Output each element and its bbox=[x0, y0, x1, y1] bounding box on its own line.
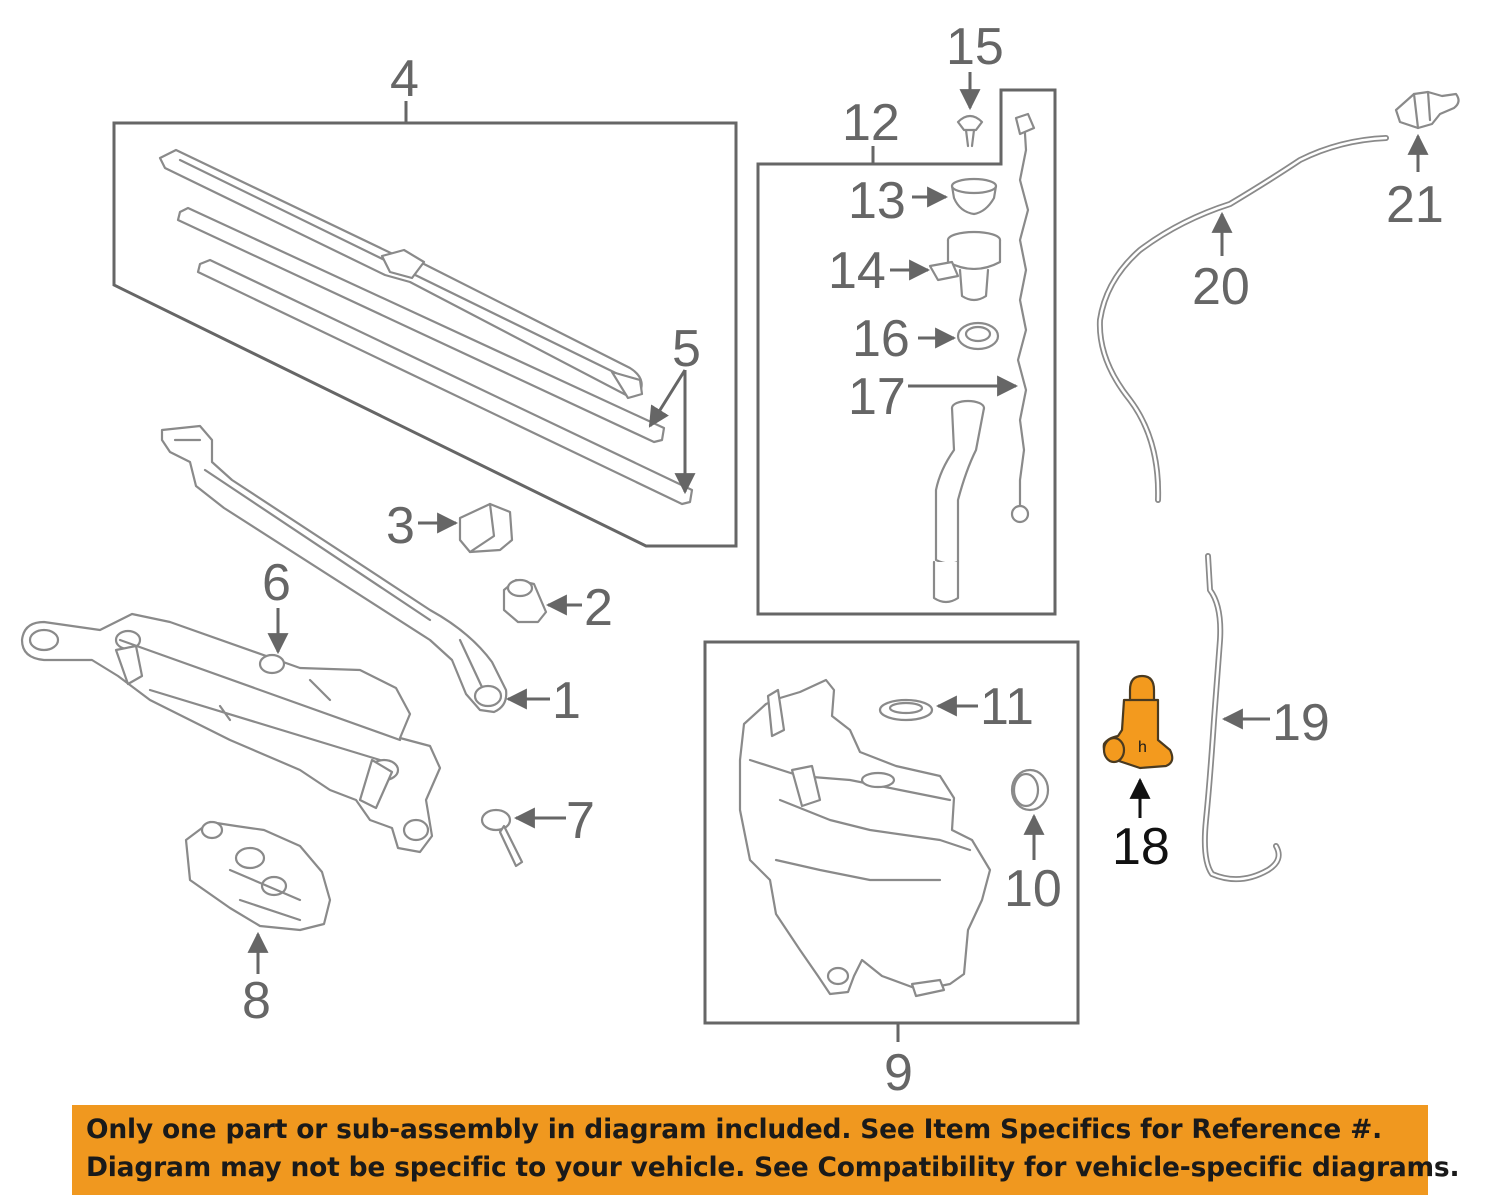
group-box-wiper-blade bbox=[112, 121, 738, 548]
callout-21: 21 bbox=[1386, 176, 1444, 234]
callout-10: 10 bbox=[1004, 860, 1062, 918]
callout-4: 4 bbox=[390, 50, 419, 108]
arm-cap bbox=[458, 502, 514, 554]
callout-11: 11 bbox=[980, 678, 1034, 736]
washer-hose-upper bbox=[1096, 135, 1389, 503]
wiper-motor bbox=[184, 820, 332, 932]
callout-3: 3 bbox=[386, 497, 415, 555]
washer-reservoir bbox=[738, 678, 992, 998]
callout-17: 17 bbox=[848, 368, 906, 426]
callout-6: 6 bbox=[262, 554, 291, 612]
callout-14: 14 bbox=[828, 242, 886, 300]
callout-12: 12 bbox=[842, 94, 900, 152]
seal bbox=[956, 321, 1000, 351]
callout-15: 15 bbox=[946, 18, 1004, 76]
callout-20: 20 bbox=[1192, 258, 1250, 316]
filler-neck bbox=[932, 399, 986, 604]
grommet bbox=[878, 698, 934, 722]
washer-pump-highlighted: h bbox=[1102, 674, 1174, 770]
clip bbox=[956, 114, 984, 148]
callout-2: 2 bbox=[584, 579, 613, 637]
highlight-glyph: h bbox=[1138, 739, 1147, 756]
nut bbox=[502, 578, 548, 624]
tether-strap bbox=[1010, 112, 1036, 524]
callout-16: 16 bbox=[852, 310, 910, 368]
callout-8: 8 bbox=[242, 972, 271, 1030]
wiper-linkage bbox=[20, 612, 442, 854]
callout-1: 1 bbox=[552, 672, 581, 730]
callout-19: 19 bbox=[1272, 694, 1330, 752]
filler-cap bbox=[950, 177, 998, 216]
callout-18-highlighted: 18 bbox=[1112, 818, 1170, 876]
disclaimer-banner: Only one part or sub-assembly in diagram… bbox=[72, 1105, 1460, 1195]
wiper-refill bbox=[176, 206, 694, 506]
disclaimer-line-1: Only one part or sub-assembly in diagram… bbox=[86, 1114, 1382, 1145]
group-box-filler-neck bbox=[756, 88, 1057, 616]
hose-connector bbox=[1394, 90, 1460, 130]
bolt bbox=[480, 808, 524, 868]
parts-diagram: h 1 2 3 4 5 6 7 8 9 10 11 12 13 14 15 16… bbox=[20, 18, 1460, 1100]
wiper-blade bbox=[158, 148, 644, 400]
plug bbox=[1010, 768, 1050, 812]
callout-7: 7 bbox=[566, 792, 595, 850]
group-box-reservoir bbox=[703, 640, 1080, 1025]
filler-strainer bbox=[928, 230, 1002, 302]
callout-9: 9 bbox=[884, 1044, 913, 1100]
callout-5: 5 bbox=[672, 320, 701, 378]
callout-13: 13 bbox=[848, 172, 906, 230]
disclaimer-line-2: Diagram may not be specific to your vehi… bbox=[86, 1152, 1460, 1183]
